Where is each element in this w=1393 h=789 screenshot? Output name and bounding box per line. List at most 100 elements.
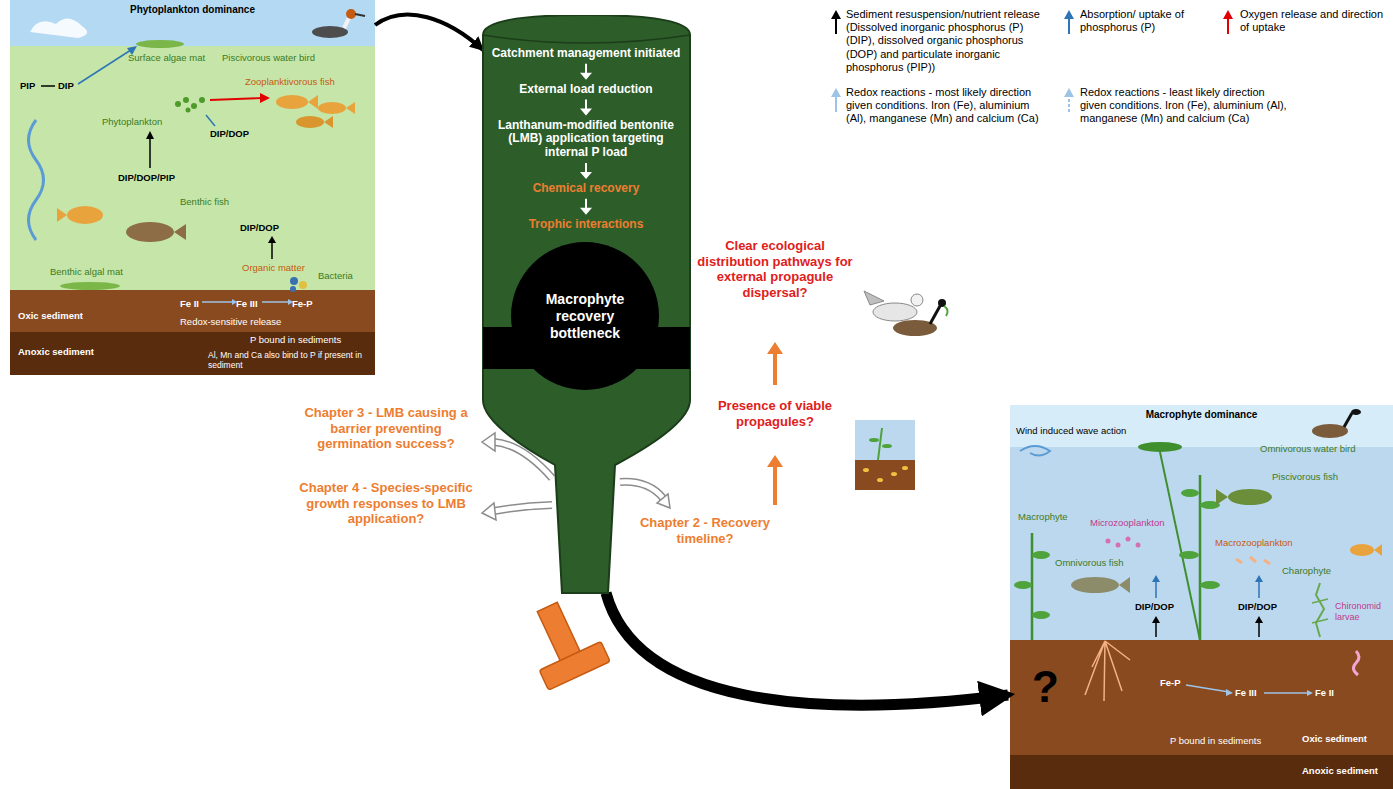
macrophyte-scene [1226, 689, 1233, 696]
zooplanktivorous-fish [308, 95, 318, 109]
macrophyte-scene [1307, 690, 1313, 696]
scene-label: Macrophyte dominance [1010, 409, 1393, 421]
chapter-arrows [482, 433, 495, 451]
scene-label: DIP/DOP [1135, 601, 1174, 612]
scene-label: Anoxic sediment [1302, 765, 1378, 776]
chapter-arrows [620, 482, 663, 498]
scene-label: Chironomid larvae [1335, 601, 1390, 623]
scene-label: Anoxic sediment [18, 346, 94, 357]
phytoplankton-scene [10, 0, 375, 375]
phytoplankton-scene [10, 46, 375, 290]
scene-label: Bacteria [318, 270, 353, 281]
fish [1071, 489, 1382, 593]
macrophyte-scene [1020, 446, 1050, 456]
propagule-bank [878, 428, 882, 460]
phytoplankton-scene [146, 131, 154, 139]
scene-label: Fe II [180, 298, 199, 309]
zooplanktivorous-fish [276, 95, 355, 128]
step-arrow [580, 73, 592, 80]
dispersal-birds [930, 306, 940, 324]
phytoplankton-cells [191, 103, 197, 109]
propagule-bank [869, 438, 879, 442]
benthic-fish [174, 224, 186, 240]
phytoplankton-scene [10, 0, 375, 46]
step-arrow [580, 172, 592, 179]
scene-label: DIP/DOP/PIP [118, 172, 175, 183]
propagule-bank [882, 444, 892, 448]
benthic-fish [126, 222, 174, 242]
question-arrows [767, 342, 783, 354]
scene-label: Phytoplankton [102, 116, 162, 127]
phytoplankton-scene [136, 40, 184, 48]
phytoplankton-scene [149, 136, 151, 168]
legend-samples [1227, 17, 1229, 34]
benthic-fish [57, 206, 186, 242]
propagule-bank [877, 478, 883, 482]
chapter-label: Chapter 2 - Recovery timeline? [638, 515, 772, 546]
omnivorous-water-bird [1312, 424, 1348, 438]
macrophyte-plants [1199, 475, 1202, 640]
charophyte [1316, 583, 1324, 637]
scene-label: Fe III [236, 298, 258, 309]
scene-label: Fe-P [1160, 677, 1181, 688]
macrophyte-plants [1181, 489, 1199, 497]
macrophyte-plants [1014, 581, 1032, 589]
scene-label: Phytoplankton dominance [10, 4, 375, 16]
flow-connector [375, 15, 483, 50]
scene-label: Piscivorous water bird [222, 52, 315, 63]
macrophyte-plants [1032, 611, 1050, 619]
benthic-fish [67, 206, 103, 224]
scene-label: DIP/DOP [210, 128, 249, 139]
scene-label: Fe III [1235, 687, 1257, 698]
legend-samples [831, 10, 841, 19]
phytoplankton-scene [10, 332, 375, 375]
roots [1085, 641, 1130, 701]
legend-text: Oxygen release and direction of uptake [1240, 8, 1385, 34]
scene-label: DIP/DOP [240, 222, 279, 233]
step-arrow [585, 100, 587, 110]
macrophyte-scene [1152, 575, 1160, 582]
scene-label: Macrophyte [1018, 511, 1068, 522]
phytoplankton-scene [78, 48, 134, 84]
legend-samples [1068, 17, 1070, 34]
step-text: Lanthanum-modified bentonite (LMB) appli… [488, 119, 684, 160]
propagule-bank [855, 420, 915, 490]
macrophyte-panel: Macrophyte dominanceWind induced wave ac… [1010, 405, 1393, 789]
scene-label: Omnivorous water bird [1260, 443, 1356, 454]
scene-label: Organic matter [242, 262, 305, 273]
zooplankton [1116, 543, 1121, 548]
chapter-arrows [657, 494, 670, 508]
legend-samples [1064, 88, 1074, 97]
legend-text: Sediment resuspension/nutrient release (… [846, 8, 1051, 74]
scene-label: Piscivorous fish [1272, 471, 1338, 482]
scene-label: PIP [20, 80, 35, 91]
macrophyte-plants [1200, 581, 1220, 589]
benthic-fish [57, 208, 67, 222]
step-arrow [580, 208, 592, 215]
phytoplankton-scene [29, 120, 44, 240]
scene-label: Benthic fish [180, 196, 229, 207]
legend-samples [831, 88, 841, 97]
step-arrow [585, 163, 587, 173]
phytoplankton-scene [41, 85, 55, 87]
bottleneck-text: Macrophyte recovery bottleneck [525, 291, 645, 341]
fish [1350, 544, 1374, 556]
scene-label: Wind induced wave action [1016, 425, 1126, 436]
macrophyte-scene [1138, 442, 1182, 452]
macrophyte-scene [1186, 685, 1229, 692]
macrophyte-plants [1014, 475, 1220, 640]
phytoplankton-panel: Phytoplankton dominanceSurface algae mat… [10, 0, 375, 375]
bacteria [290, 286, 296, 292]
bacteria [299, 281, 307, 289]
step-arrow [585, 64, 587, 74]
macrophyte-scene [1010, 405, 1393, 789]
propagule-bank [855, 460, 915, 490]
fish [1071, 577, 1119, 593]
phytoplankton-cells [199, 97, 205, 103]
scene-label: Surface algae mat [128, 52, 205, 63]
macrophyte-scene [1353, 651, 1359, 675]
dispersal-birds [864, 291, 884, 305]
scene-label: Omnivorous fish [1055, 557, 1124, 568]
propagule-bank [891, 472, 897, 476]
